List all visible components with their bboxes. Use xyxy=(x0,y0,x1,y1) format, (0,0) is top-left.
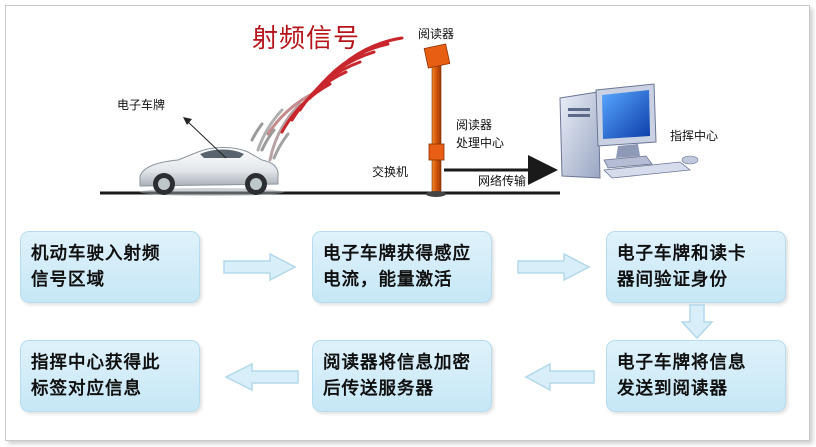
flow-step-2: 电子车牌获得感应 电流，能量激活 xyxy=(312,231,492,303)
rf-signal-title: 射频信号 xyxy=(252,24,361,54)
network-label: 网络传输 xyxy=(478,174,527,188)
flow-step-3: 电子车牌和读卡 器间验证身份 xyxy=(606,231,786,303)
rf-waves xyxy=(250,36,404,162)
flow-step-1: 机动车驶入射频 信号区域 xyxy=(20,231,200,303)
arrow-left-icon xyxy=(524,362,595,392)
flow-step-1-line1: 机动车驶入射频 xyxy=(31,244,161,264)
reader-label: 阅读器 xyxy=(418,27,455,41)
arrow-right-icon xyxy=(517,252,591,282)
flow-step-4: 电子车牌将信息 发送到阅读器 xyxy=(606,340,786,412)
flow-step-4-line2: 发送到阅读器 xyxy=(617,379,728,399)
command-center-label: 指挥中心 xyxy=(670,129,719,143)
arrow-left-icon xyxy=(224,362,299,392)
processing-label-line2: 处理中心 xyxy=(456,136,505,150)
flow-step-6: 指挥中心获得此 标签对应信息 xyxy=(20,340,200,412)
flow-step-2-line1: 电子车牌获得感应 xyxy=(323,244,471,264)
tag-label: 电子车牌 xyxy=(117,98,166,112)
flow-step-6-line2: 标签对应信息 xyxy=(31,379,142,399)
flow-step-3-line2: 器间验证身份 xyxy=(617,270,728,290)
switch-label: 交换机 xyxy=(372,165,409,179)
flow-step-6-line1: 指挥中心获得此 xyxy=(31,353,161,373)
flow-step-5-line2: 后传送服务器 xyxy=(323,379,434,399)
computer-icon xyxy=(559,83,699,179)
flow-step-1-line2: 信号区域 xyxy=(31,270,105,290)
car-icon xyxy=(139,147,284,196)
arrow-right-icon xyxy=(223,252,297,282)
flow-step-5: 阅读器将信息加密 后传送服务器 xyxy=(312,340,492,412)
arrow-down-icon xyxy=(680,304,714,340)
reader-pole-icon xyxy=(423,43,451,197)
flow-step-2-line2: 电流，能量激活 xyxy=(323,270,453,290)
flow-step-4-line1: 电子车牌将信息 xyxy=(617,353,747,373)
scene-illustration xyxy=(100,36,699,197)
flow-step-5-line1: 阅读器将信息加密 xyxy=(323,353,471,373)
processing-label-line1: 阅读器 xyxy=(456,118,493,132)
flow-step-3-line1: 电子车牌和读卡 xyxy=(617,244,747,264)
